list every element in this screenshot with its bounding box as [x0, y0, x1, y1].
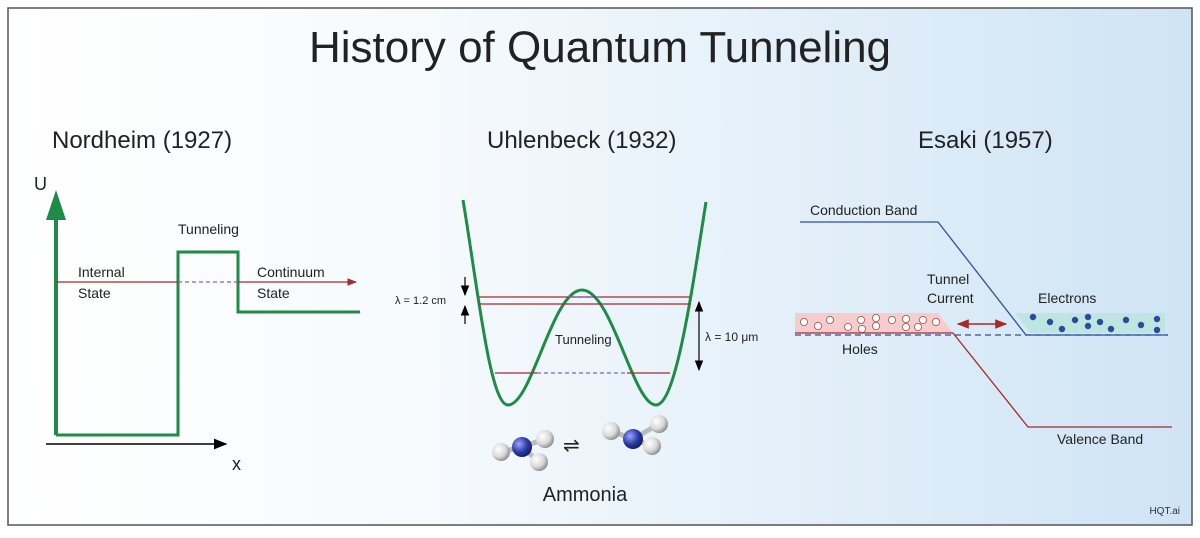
ammonia-molecule-left	[492, 430, 554, 471]
uhlenbeck-tunneling-label: Tunneling	[555, 332, 612, 347]
tunnel-label-1: Tunnel	[927, 271, 969, 287]
nordheim-x-axis-label: x	[232, 454, 241, 474]
valence-band-label: Valence Band	[1057, 431, 1143, 447]
electrons-label: Electrons	[1038, 290, 1096, 306]
hole-dots	[800, 313, 941, 333]
esaki-heading: Esaki (1957)	[918, 127, 1053, 154]
equilibrium-arrows: ⇌	[563, 435, 580, 457]
lambda-large-label: λ = 10 μm	[705, 330, 758, 344]
nordheim-y-axis-label: U	[34, 174, 47, 194]
frame	[7, 7, 1193, 526]
holes-label: Holes	[842, 341, 878, 357]
nordheim-y-axis-arrowhead	[46, 190, 66, 220]
conduction-band-label: Conduction Band	[810, 202, 917, 218]
ammonia-molecule-right	[602, 415, 668, 455]
esaki-panel: Esaki (1957) Conduction Band Electrons	[795, 127, 1172, 447]
uhlenbeck-panel: Uhlenbeck (1932) λ = 1.2 cm λ = 10 μm Tu…	[395, 127, 758, 506]
valence-band-line	[795, 332, 1172, 428]
page-title: History of Quantum Tunneling	[309, 23, 891, 72]
nordheim-panel: Nordheim (1927) U x Tunneling Internal S…	[34, 127, 360, 474]
nordheim-tunneling-label: Tunneling	[178, 221, 239, 237]
nordheim-internal-label-1: Internal	[78, 264, 125, 280]
nordheim-continuum-label-1: Continuum	[257, 264, 325, 280]
lambda-small-label: λ = 1.2 cm	[395, 295, 446, 307]
uhlenbeck-heading: Uhlenbeck (1932)	[487, 127, 676, 154]
tunnel-label-2: Current	[927, 290, 974, 306]
watermark: HQT.ai	[1149, 506, 1180, 517]
nordheim-internal-label-2: State	[78, 285, 111, 301]
nordheim-potential-curve	[56, 250, 360, 437]
double-well-potential	[461, 199, 708, 407]
ammonia-label: Ammonia	[543, 484, 628, 506]
nordheim-continuum-label-2: State	[257, 285, 290, 301]
electron-dots	[1029, 313, 1161, 334]
nordheim-heading: Nordheim (1927)	[52, 127, 232, 154]
